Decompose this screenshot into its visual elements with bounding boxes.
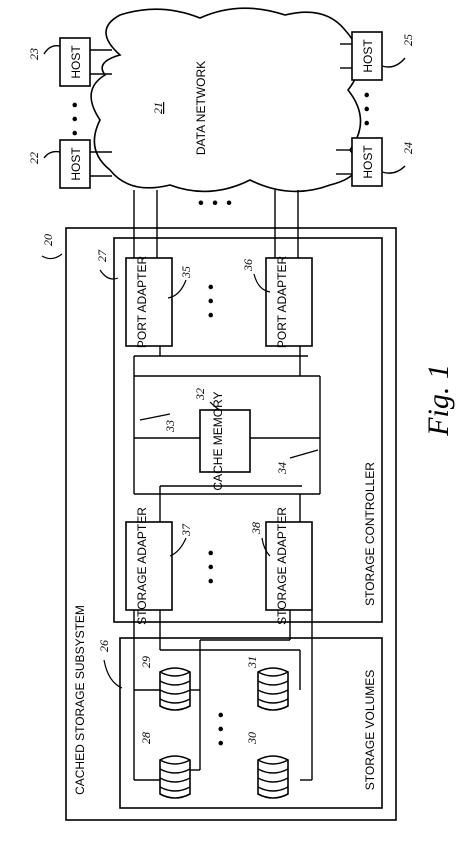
disk-30: 30 [245,732,289,799]
svg-text:PORT ADAPTER: PORT ADAPTER [135,256,149,349]
disk-31: 31 [245,656,289,711]
bus-33-ref: 33 [163,420,177,433]
network-label: DATA NETWORK [194,61,208,155]
svg-text:PORT ADAPTER: PORT ADAPTER [275,256,289,349]
disk-29-ref: 29 [139,656,153,668]
data-network-cloud [90,7,362,193]
internal-buses [133,346,321,522]
host-22: HOST 22 [27,139,112,189]
hosts-ellipsis-left: • • • [67,100,84,136]
network-ref: 21 [151,102,165,114]
bus-34-ref: 34 [275,462,289,475]
host-25-ref: 25 [401,34,415,46]
volumes-label: STORAGE VOLUMES [363,670,377,790]
host-23: HOST 23 [27,37,112,87]
network-links-ellipsis: • • • [198,195,234,212]
disk-28-ref: 28 [139,732,153,744]
figure-label: Fig. 1 [422,364,455,437]
host-24-ref: 24 [401,142,415,154]
subsystem-label: CACHED STORAGE SUBSYSTEM [73,605,87,795]
svg-text:HOST: HOST [361,145,375,179]
port-adapter-36: PORT ADAPTER 36 [241,256,313,349]
host-25: HOST 25 [340,31,415,81]
host-23-ref: 23 [27,48,41,60]
port-adapter-35-ref: 35 [179,266,193,279]
svg-text:HOST: HOST [361,39,375,73]
disk-28: 28 [139,732,191,799]
svg-text:HOST: HOST [69,45,83,79]
host-22-ref: 22 [27,152,41,164]
cache-ref: 32 [193,388,207,401]
storage-adapter-37: STORAGE ADAPTER 37 [125,507,193,625]
port-adapters-ellipsis: • • • [203,282,220,318]
disk-29: 29 [139,656,191,711]
cached-storage-subsystem [65,227,397,821]
port-adapter-35: PORT ADAPTER 35 [125,256,193,349]
storage-volumes [119,637,383,809]
svg-text:HOST: HOST [69,147,83,181]
network-links [133,190,299,258]
volumes-ref: 26 [97,640,111,652]
disk-30-ref: 30 [245,732,259,745]
svg-text:STORAGE ADAPTER: STORAGE ADAPTER [275,507,289,625]
network-label-text: DATA NETWORK [194,61,208,155]
svg-text:CACHE MEMORY: CACHE MEMORY [211,391,225,490]
cache-memory: CACHE MEMORY 32 [193,388,251,491]
disks-ellipsis: • • • [213,710,230,746]
subsystem-ref: 20 [41,234,55,246]
storage-adapter-37-ref: 37 [179,523,193,537]
controller-label: STORAGE CONTROLLER [363,462,377,606]
host-24: HOST 24 [336,137,415,187]
port-adapter-36-ref: 36 [241,259,255,272]
storage-adapter-38: STORAGE ADAPTER 38 [249,507,313,625]
adapter-disk-links [133,610,313,781]
storage-controller [113,237,383,623]
storage-adapters-ellipsis: • • • [203,548,220,584]
controller-ref: 27 [95,249,109,262]
svg-text:STORAGE ADAPTER: STORAGE ADAPTER [135,507,149,625]
hosts-ellipsis-right: • • • [359,90,376,126]
disk-31-ref: 31 [245,656,259,669]
storage-adapter-38-ref: 38 [249,522,263,535]
